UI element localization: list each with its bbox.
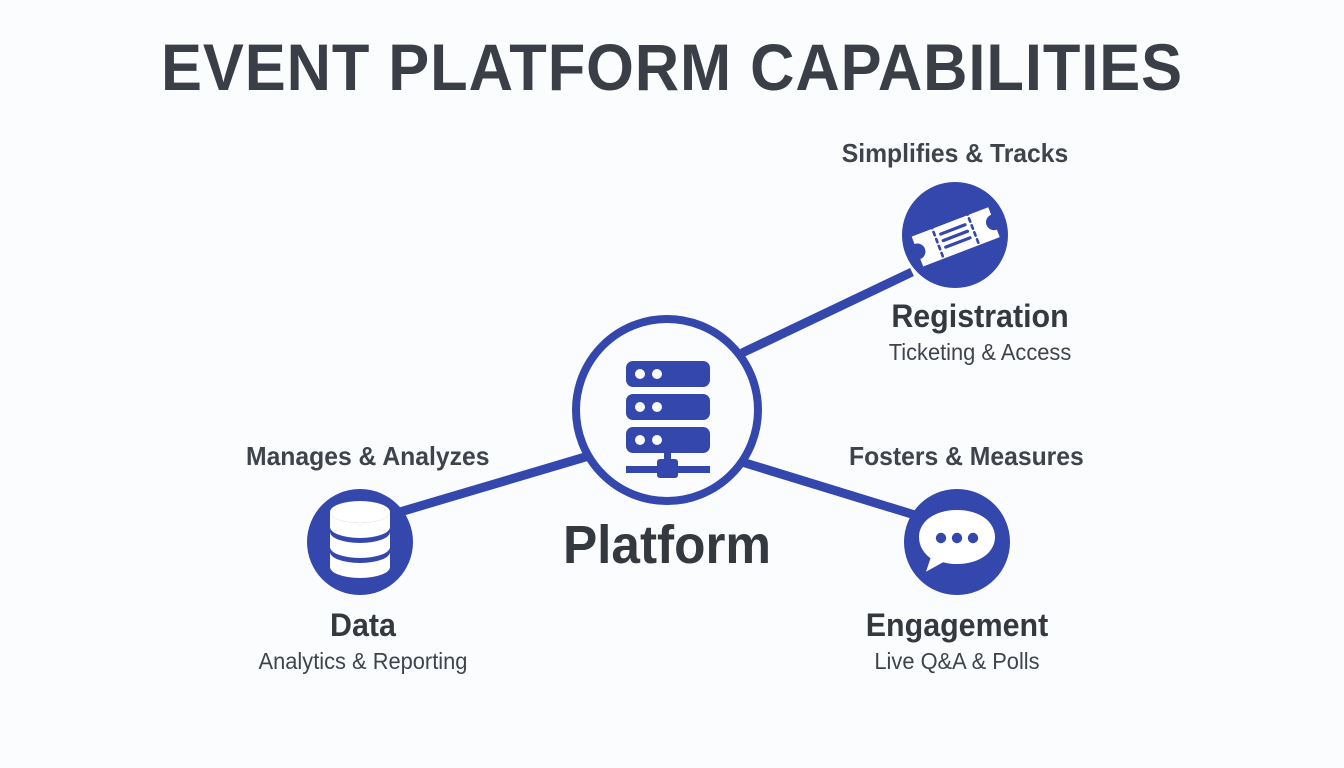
- data-title: Data: [330, 607, 396, 643]
- ticket-icon: [911, 207, 1000, 267]
- server-stack-icon: [626, 361, 710, 478]
- engagement-title: Engagement: [865, 607, 1049, 643]
- registration-subtitle: Ticketing & Access: [888, 339, 1072, 365]
- engagement-relation-label: Fosters & Measures: [849, 441, 1084, 471]
- data-subtitle: Analytics & Reporting: [258, 648, 468, 674]
- hub-node[interactable]: [572, 315, 762, 505]
- node-engagement[interactable]: [904, 489, 1010, 595]
- registration-title: Registration: [891, 298, 1069, 334]
- page-title: EVENT PLATFORM CAPABILITIES: [161, 30, 1183, 104]
- chat-bubble-icon: [919, 510, 995, 572]
- database-icon: [330, 501, 390, 578]
- registration-relation-label: Simplifies & Tracks: [841, 138, 1069, 168]
- node-data[interactable]: [307, 489, 413, 595]
- node-registration[interactable]: [902, 182, 1008, 288]
- hub-title: Platform: [562, 515, 772, 575]
- connector-hub-to-engagement: [740, 457, 920, 521]
- connector-hub-to-data: [398, 450, 594, 517]
- connector-lines: [398, 267, 920, 521]
- data-relation-label: Manages & Analyzes: [246, 441, 490, 471]
- connector-hub-to-registration: [740, 267, 914, 358]
- engagement-subtitle: Live Q&A & Polls: [874, 648, 1040, 674]
